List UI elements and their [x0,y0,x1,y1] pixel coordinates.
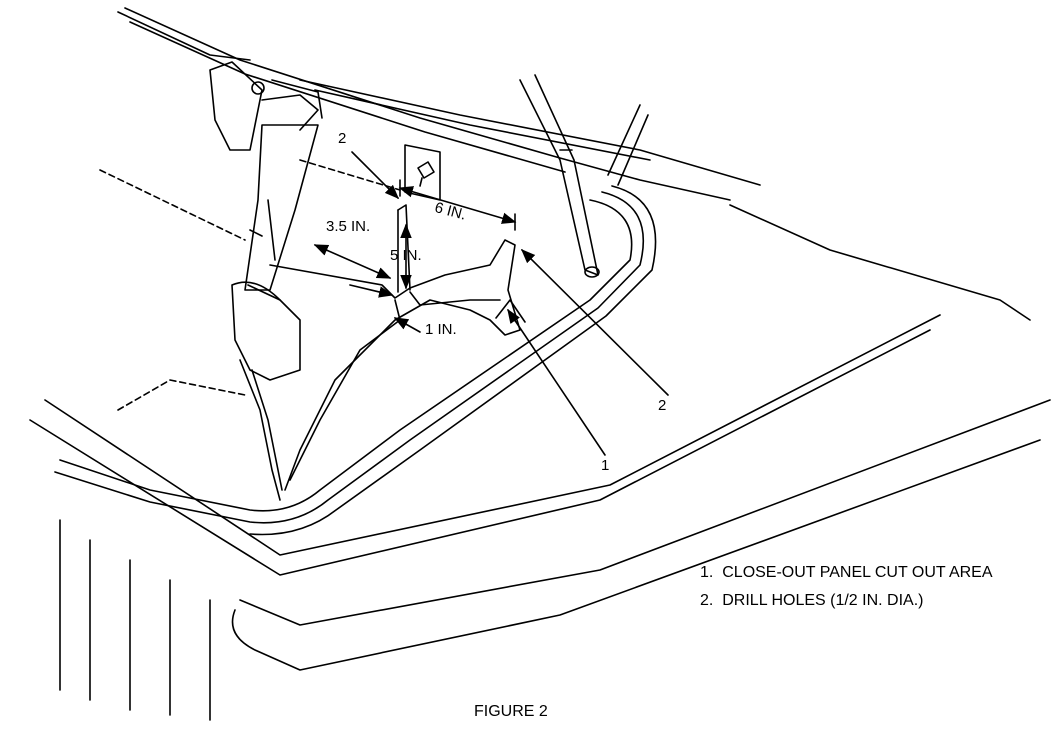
strut-left [244,124,319,301]
legend-text: CLOSE-OUT PANEL CUT OUT AREA [722,564,993,581]
dimension-lines [313,179,517,333]
harness-left [231,281,301,501]
legend-number: 1. [700,564,714,581]
callout-2-upper: 2 [338,130,347,147]
hidden-lines [99,159,401,411]
callout-1: 1 [601,457,610,474]
legend-text: DRILL HOLES (1/2 IN. DIA.) [722,592,924,609]
trunk-lid [117,7,761,201]
legend-item-2: 2. DRILL HOLES (1/2 IN. DIA.) [700,592,923,610]
strut-right [519,74,649,278]
dimension-3-5-in: 3.5 IN. [326,218,371,235]
dimension-1-in: 1 IN. [425,321,457,338]
legend-item-1: 1. CLOSE-OUT PANEL CUT OUT AREA [700,564,993,582]
leader-lines [351,151,669,456]
figure-caption: FIGURE 2 [474,703,548,720]
legend-number: 2. [700,592,714,609]
dimension-5-in: 5 IN. [390,247,422,264]
rear-bumper [29,204,1051,721]
trunk-opening-rim [54,185,657,536]
hinge-left [209,61,323,151]
callout-2-right: 2 [658,397,667,414]
